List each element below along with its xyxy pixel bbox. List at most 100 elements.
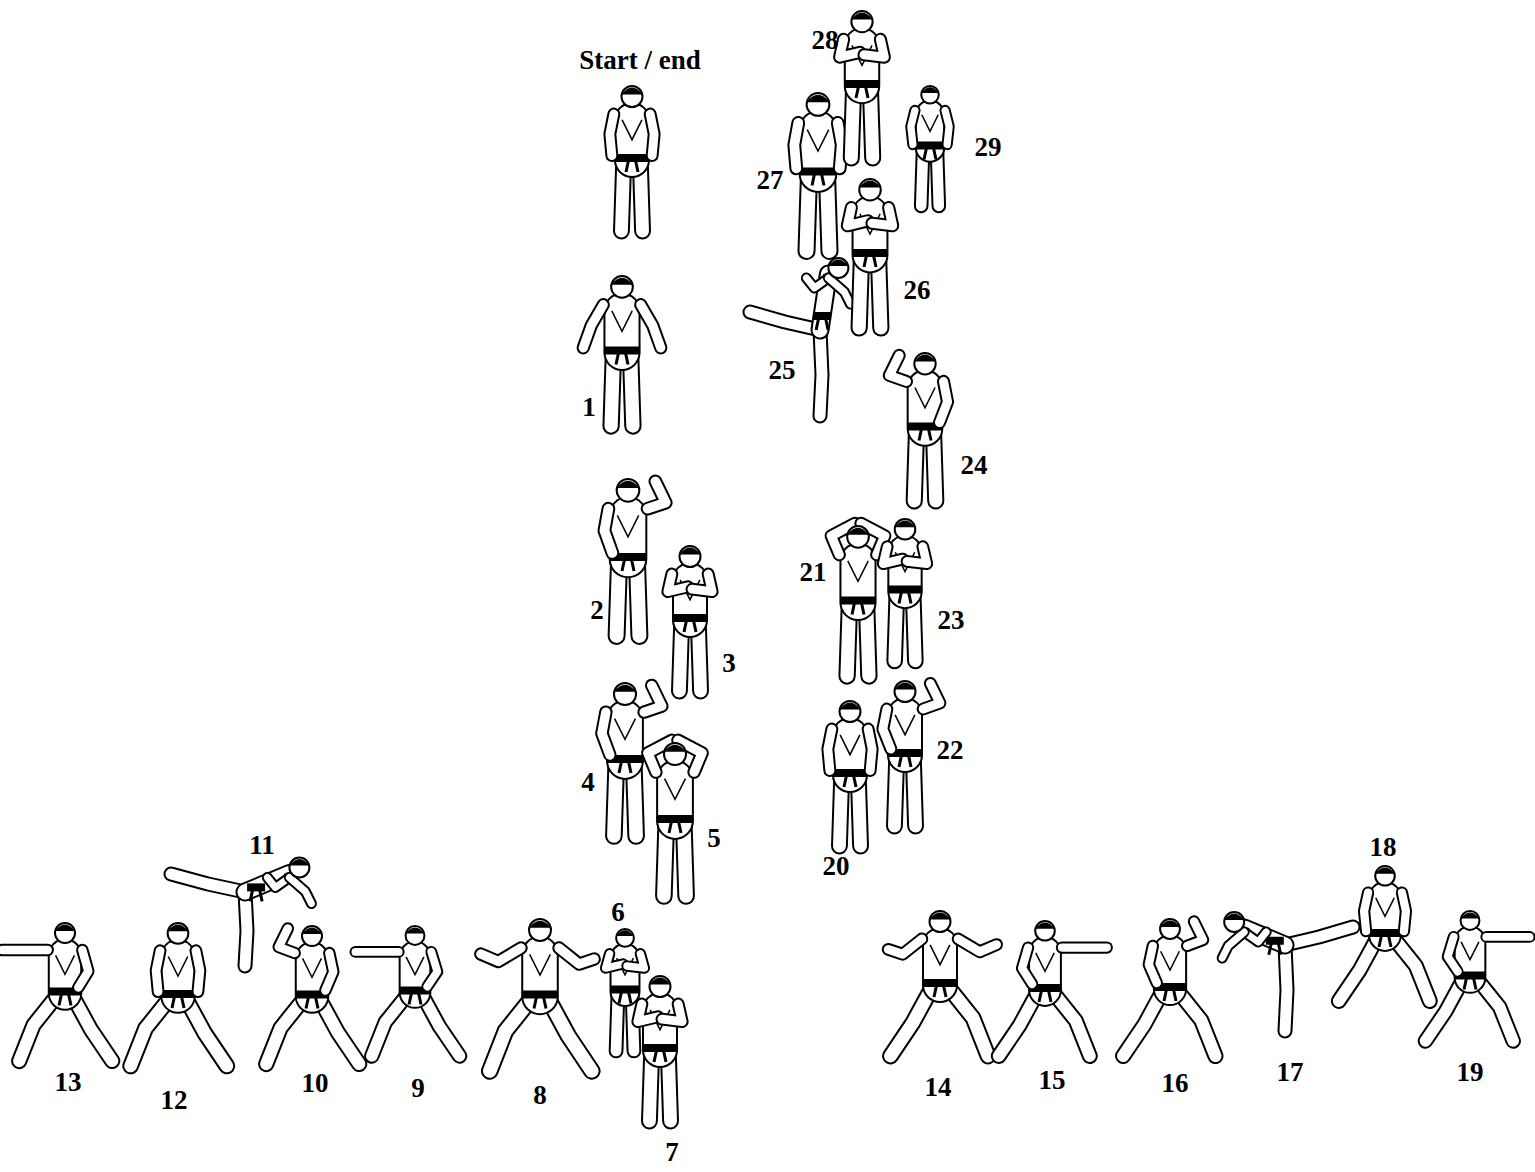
black-belt: [604, 347, 640, 355]
lapel: [915, 388, 935, 408]
limb-outline: [1022, 948, 1032, 984]
black-belt: [1266, 937, 1284, 945]
step-number: 22: [937, 735, 964, 765]
figure-head: [1035, 921, 1055, 941]
limb-fill: [1187, 921, 1203, 945]
figure-hair: [302, 928, 322, 935]
step-number: 15: [1039, 1065, 1066, 1095]
figure-head: [168, 923, 189, 944]
step-number: 26: [904, 275, 931, 305]
label-anchor: Start / end: [579, 47, 701, 74]
black-belt: [799, 168, 837, 176]
black-belt: [615, 154, 650, 162]
figure: [583, 276, 661, 426]
lapel: [615, 719, 636, 740]
figure: [911, 86, 949, 206]
figure: [2, 923, 112, 1061]
black-belt: [915, 142, 945, 150]
limb-outline: [888, 939, 922, 954]
limb-fill: [945, 111, 949, 145]
limb-outline: [828, 729, 832, 771]
limb-fill: [355, 948, 398, 956]
figure-hair: [55, 925, 75, 932]
lapel: [406, 957, 424, 975]
label-anchor: 10: [302, 1070, 329, 1097]
black-belt: [888, 586, 922, 594]
figure: [999, 921, 1107, 1056]
black-belt: [247, 883, 265, 891]
torso-outline: [603, 311, 640, 353]
limb-outline: [945, 111, 949, 145]
limb-fill: [692, 574, 712, 592]
black-belt: [522, 991, 559, 999]
figure-head: [1461, 911, 1480, 930]
step-number: 21: [800, 557, 827, 587]
limb-outline: [602, 712, 610, 755]
limb-outline: [940, 381, 948, 422]
limb-fill: [583, 305, 603, 348]
label-anchor: 23: [938, 607, 965, 634]
step-number: 27: [757, 165, 784, 195]
figure: [648, 740, 702, 896]
belt-tail: [919, 427, 931, 441]
figure-hair: [616, 930, 634, 936]
limb-fill: [1149, 946, 1157, 983]
label-anchor: 4: [581, 769, 595, 796]
label-anchor: 26: [904, 277, 931, 304]
label-anchor: 28: [812, 27, 839, 54]
limb-outline: [1285, 945, 1287, 1031]
figure: [638, 976, 682, 1121]
step-number: 25: [769, 355, 796, 385]
lapel: [1461, 942, 1479, 960]
limb-fill: [668, 574, 688, 592]
label-anchor: 21: [800, 559, 827, 586]
figure-head: [406, 926, 425, 945]
label-anchor: 13: [55, 1069, 82, 1096]
figure-hair: [851, 13, 872, 20]
figure: [355, 926, 459, 1056]
limb-fill: [2, 946, 48, 954]
label-anchor: 18: [1370, 834, 1397, 861]
belt-tail: [816, 316, 828, 330]
figure-hair: [930, 913, 951, 920]
limb-outline: [78, 950, 88, 987]
figure-hair: [840, 703, 861, 710]
torso-outline: [839, 561, 876, 603]
lapel: [895, 715, 915, 735]
limb-fill: [325, 953, 333, 990]
limb-outline: [279, 928, 295, 953]
torso-fill: [616, 120, 648, 160]
figure-head: [895, 681, 916, 702]
step-number: 18: [1370, 832, 1397, 862]
black-belt: [840, 597, 876, 605]
limb-fill: [1062, 943, 1107, 951]
figure-hair: [289, 859, 309, 866]
figure-head: [616, 929, 634, 947]
lapel: [622, 120, 642, 140]
label-anchor: 12: [161, 1087, 188, 1114]
lapel: [56, 955, 75, 974]
limb-fill: [1222, 932, 1244, 958]
step-number: 7: [665, 1137, 679, 1167]
figure-head: [807, 93, 830, 116]
figure: [888, 911, 996, 1056]
limb-outline: [1187, 921, 1203, 945]
limb-outline: [604, 509, 612, 553]
limb-outline: [840, 39, 860, 57]
step-number: 28: [812, 25, 839, 55]
belt-tail: [172, 994, 184, 1008]
limb-fill: [828, 729, 832, 771]
step-number: 24: [961, 450, 988, 480]
belt-tail: [852, 601, 864, 615]
limb-outline: [1062, 941, 1107, 953]
figure-hair: [914, 355, 935, 362]
label-anchor: 16: [1162, 1070, 1189, 1097]
step-number: 13: [55, 1067, 82, 1097]
belt-tail: [250, 887, 262, 901]
limb-fill: [872, 208, 893, 226]
lapel: [530, 954, 551, 975]
step-number: 17: [1277, 1057, 1304, 1087]
limb-fill: [196, 951, 200, 992]
limb-outline: [889, 355, 906, 381]
torso-fill: [605, 311, 638, 353]
